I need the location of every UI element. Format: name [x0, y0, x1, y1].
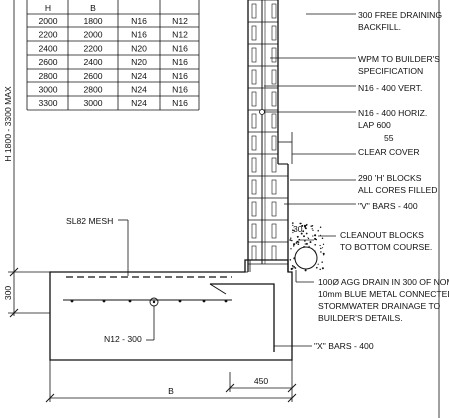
table-cell: 2600: [38, 57, 57, 67]
agg-drain-label-1: 100Ø AGG DRAIN IN 300 OF NOM: [318, 277, 449, 287]
table-cell: N16: [172, 43, 188, 53]
table-cell: N12: [172, 16, 188, 26]
table-cell: 2800: [83, 85, 102, 95]
drain-pipe: [294, 246, 318, 270]
table-cell: 2400: [38, 43, 57, 53]
footing-depth-label: 300: [3, 286, 13, 301]
table-cell: 2600: [83, 71, 102, 81]
horiz-bar-label-2: LAP 600: [358, 120, 391, 130]
agg-drain-label-3: STORMWATER DRAINAGE TO: [318, 301, 441, 311]
table-cell: N20: [131, 43, 147, 53]
agg-drain-label-2: 10mm BLUE METAL CONNECTED: [318, 289, 449, 299]
toe-width-label: 450: [254, 376, 269, 386]
blocks-label-1: 290 'H' BLOCKS: [358, 173, 422, 183]
table-cell: N16: [172, 85, 188, 95]
x-bars-label: "X" BARS - 400: [314, 341, 374, 351]
blocks-label-2: ALL CORES FILLED: [358, 185, 437, 195]
table-cell: 2800: [38, 71, 57, 81]
concrete-footing: [49, 259, 293, 361]
annotations: 300 FREE DRAINING BACKFILL. WPM TO BUILD…: [66, 10, 449, 351]
height-dimension: H 1800 - 3300 MAX 300: [3, 0, 50, 318]
table-cell: N16: [172, 98, 188, 108]
table-cell: N12: [172, 30, 188, 40]
vert-bar-label: N16 - 400 VERT.: [358, 83, 422, 93]
table-cell: N16: [172, 57, 188, 67]
mesh-label: SL82 MESH: [66, 216, 113, 226]
table-cell: 2200: [83, 43, 102, 53]
cover-value-label: 55: [384, 133, 394, 143]
table-header-b: B: [90, 3, 96, 13]
table-cell: 2000: [38, 16, 57, 26]
base-width-label: B: [168, 386, 174, 396]
agg-drain: [289, 222, 325, 272]
block-courses: [248, 0, 288, 265]
bottom-bar-dots: [70, 299, 228, 303]
cleanout-label-2: TO BOTTOM COURSE.: [340, 242, 432, 252]
backfill-label-1: 300 FREE DRAINING: [358, 10, 442, 20]
clear-cover-label: CLEAR COVER: [358, 147, 420, 157]
table-cell: N24: [131, 85, 147, 95]
block-ref-label: 30: [293, 224, 303, 234]
v-bars-label: "V" BARS - 400: [358, 201, 418, 211]
block-wall: [247, 0, 289, 272]
n12-bar-label: N12 - 300: [104, 334, 142, 344]
table-cell: N24: [131, 98, 147, 108]
table-cell: 3000: [83, 98, 102, 108]
table-cell: 2000: [83, 30, 102, 40]
table-cell: 3300: [38, 98, 57, 108]
table-cell: 2200: [38, 30, 57, 40]
horiz-bar-label-1: N16 - 400 HORIZ.: [358, 108, 427, 118]
leader-lines: [118, 13, 356, 347]
table-header-h: H: [45, 3, 51, 13]
table-cell: N16: [131, 16, 147, 26]
wpm-label-1: WPM TO BUILDER'S: [358, 54, 440, 64]
table-cell: 1800: [83, 16, 102, 26]
agg-drain-label-4: BUILDER'S DETAILS.: [318, 313, 403, 323]
cleanout-label-1: CLEANOUT BLOCKS: [340, 230, 424, 240]
wpm-label-2: SPECIFICATION: [358, 66, 423, 76]
table-cell: N16: [172, 71, 188, 81]
table-cell: N20: [131, 57, 147, 67]
table-cell: N24: [131, 71, 147, 81]
backfill-label-2: BACKFILL.: [358, 22, 401, 32]
bottom-dimensions: [45, 346, 297, 403]
table-cell: N16: [131, 30, 147, 40]
height-range-label: H 1800 - 3300 MAX: [3, 86, 13, 162]
table-cell: 3000: [38, 85, 57, 95]
table-cell: 2400: [83, 57, 102, 67]
